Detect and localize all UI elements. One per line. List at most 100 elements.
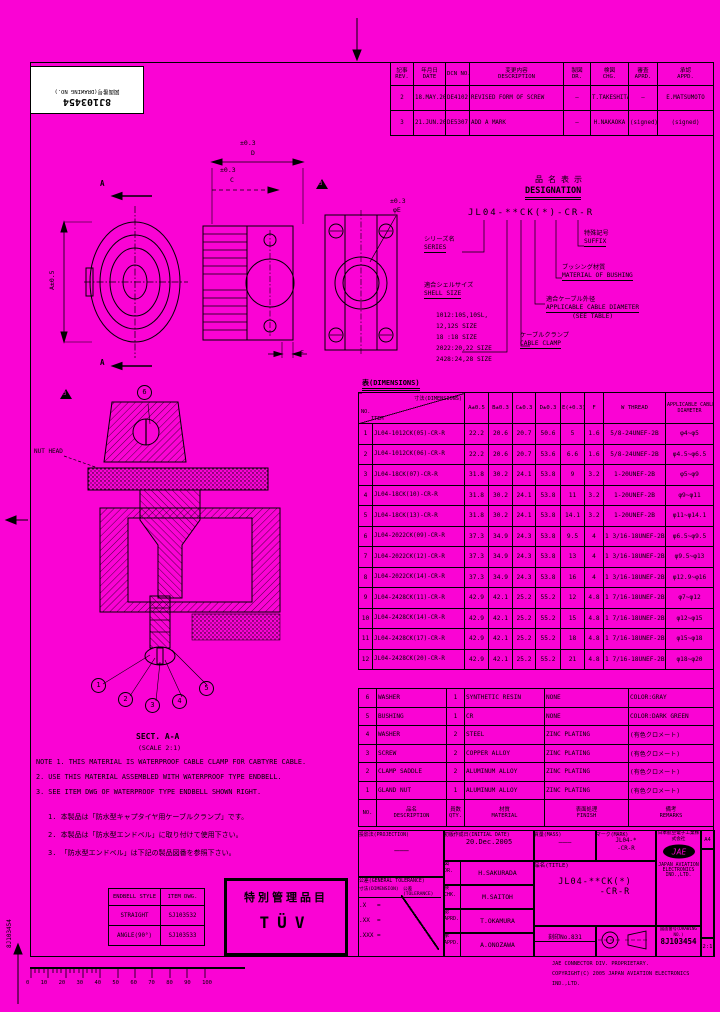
table-cell: 4.8	[584, 607, 604, 629]
dim-d-tolerance: ±0.3	[240, 139, 256, 147]
designation-block: 品名表示 DESIGNATION JL04-**CK(*)-CR-R シリーズ名…	[420, 170, 713, 378]
special-control-text: 特別管理品目	[244, 891, 328, 904]
table-cell: 42.9	[464, 587, 489, 609]
table-row: 218.MAY.2007DE4102REVISED FORM OF SCREW—…	[390, 85, 714, 111]
notes-english: NOTE 1. THIS MATERIAL IS WATERPROOF CABL…	[36, 755, 306, 800]
table-cell: 24.3	[512, 546, 536, 568]
table-cell: 1 7/16-18UNEF-2B	[603, 587, 666, 609]
table-cell: 4	[584, 525, 604, 547]
table-cell: 25.2	[512, 628, 536, 650]
table-cell: —	[563, 85, 591, 111]
mark-box: マーク(MARK) JL04-* -CR-R	[595, 830, 657, 862]
table-cell: 20.7	[512, 423, 536, 445]
table-cell: 24.1	[512, 464, 536, 486]
table-cell: 53.8	[535, 566, 561, 588]
table-cell: 2	[390, 85, 414, 111]
table-cell: 55.2	[535, 587, 561, 609]
table-cell: φ4.5~φ6.5	[665, 443, 714, 465]
general-tolerance-box: 公差(GENERAL TOLERANCE) 寸法(DIMENSION) 公差(T…	[358, 876, 445, 957]
section-cut-a-top: A	[100, 179, 105, 188]
table-cell: CR	[464, 706, 545, 726]
table-cell: 34.9	[488, 546, 513, 568]
table-cell: 4	[358, 725, 377, 745]
shell-size-item: 2022:20,22 SIZE	[436, 345, 492, 352]
table-cell: 1-20UNEF-2B	[603, 464, 666, 486]
table-cell: 1 3/16-18UNEF-2B	[603, 546, 666, 568]
table-row: ANGLE(90°)SJ103533	[108, 925, 205, 946]
title-part-number-line1: JL04-**CK(*)	[558, 877, 632, 887]
table-cell: 11	[358, 628, 373, 650]
title-part-number-line2: -CR-R	[599, 887, 631, 897]
table-cell: 2	[446, 762, 465, 782]
table-cell: φ18~φ20	[665, 648, 714, 670]
table-cell: 53.8	[535, 546, 561, 568]
table-cell: 24.3	[512, 525, 536, 547]
shell-size-item: 2428:24,28 SIZE	[436, 356, 492, 363]
table-cell: 2	[358, 762, 377, 782]
stamp-no-box: 刻印No.831	[533, 925, 597, 957]
corner-item-label: ITEM	[371, 416, 384, 422]
table-cell: JL04-2428CK(17)-CR-R	[372, 628, 465, 650]
part-number-display: JL04-**CK(*)-CR-R	[468, 208, 595, 218]
table-cell: 21.JUN.2023	[413, 110, 446, 136]
ruler-label: 30	[76, 980, 84, 986]
table-cell: T.TAKESHITA	[590, 85, 629, 111]
drawing-number-box: 図面番号(DRAWING NO.) 8J103454	[655, 925, 702, 957]
table-cell: 3.2	[584, 484, 604, 506]
table-row: 321.JUN.2023DE5307ADD A MARK—H.NAKAOKA(s…	[390, 110, 714, 136]
table-cell: 42.1	[488, 587, 513, 609]
ruler-label: 10	[40, 980, 48, 986]
table-cell: 4	[584, 546, 604, 568]
dimensions-table: 寸法(DIMENSIONS) NO. ITEM A±0.5 B±0.3 C±0.…	[358, 392, 714, 670]
note-en-line: NOTE 1. THIS MATERIAL IS WATERPROOF CABL…	[36, 758, 307, 766]
dim-c-tolerance: ±0.3	[220, 166, 236, 174]
table-cell: 24.1	[512, 505, 536, 527]
ruler-label: 50	[112, 980, 119, 986]
table-cell: φ12~φ15	[665, 607, 714, 629]
table-cell: BUSHING	[376, 706, 447, 726]
table-cell: 4.8	[584, 587, 604, 609]
table-cell: (signed)	[628, 110, 658, 136]
third-angle-projection-icon	[598, 930, 649, 950]
company-name-en1: JAPAN AVIATION	[658, 862, 699, 868]
table-cell: 24.3	[512, 566, 536, 588]
ruler-label: 60	[130, 980, 137, 986]
scale-box: 2:1	[700, 937, 715, 957]
balloon-callout-1: 1	[91, 678, 106, 693]
table-cell: JL04-1012CK(05)-CR-R	[372, 423, 465, 445]
table-cell: 37.3	[464, 525, 489, 547]
table-cell: φ4~φ5	[665, 423, 714, 445]
table-cell: 9.5	[560, 525, 585, 547]
dimensions-corner-cell: 寸法(DIMENSIONS) NO. ITEM	[358, 392, 465, 424]
table-cell: 1.6	[584, 423, 604, 445]
margin-vertical-text: 8J103454	[6, 919, 13, 948]
tolerance-row: .X =	[359, 902, 381, 909]
table-cell: 11	[560, 484, 585, 506]
endbell-itemdwg-header: ITEM DWG.	[160, 888, 205, 906]
balloon-callout-3: 3	[145, 698, 160, 713]
table-cell: GLAND NUT	[376, 780, 447, 800]
col-b: B±0.3	[488, 392, 513, 424]
table-cell: 12	[560, 587, 585, 609]
table-cell: 1-20UNEF-2B	[603, 484, 666, 506]
table-cell: NONE	[544, 688, 629, 708]
table-cell: 3	[358, 464, 373, 486]
table-cell: COLOR:DARK GREEN	[628, 706, 714, 726]
table-cell: (有色クロメート)	[628, 762, 714, 782]
table-cell: 10	[358, 607, 373, 629]
dimensions-header-row: 寸法(DIMENSIONS) NO. ITEM A±0.5 B±0.3 C±0.…	[358, 392, 714, 424]
